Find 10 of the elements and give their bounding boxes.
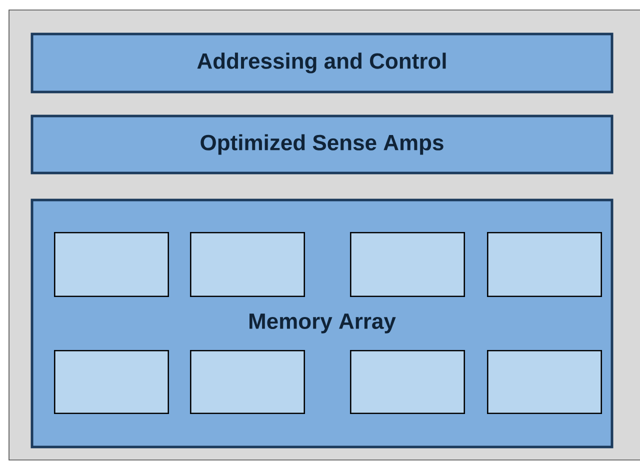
memory-cell-box bbox=[190, 350, 305, 414]
memory-cell-box bbox=[350, 232, 465, 297]
memory-cell-box bbox=[350, 350, 465, 414]
memory-cell-box bbox=[487, 350, 602, 414]
memory-cell-box bbox=[190, 232, 305, 297]
block-bar: Addressing and Control bbox=[30, 32, 614, 94]
memory-cell-box bbox=[54, 350, 169, 414]
memory-cell-box bbox=[54, 232, 169, 297]
block-bar: Optimized Sense Amps bbox=[30, 114, 614, 174]
memory-cell-box bbox=[487, 232, 602, 297]
